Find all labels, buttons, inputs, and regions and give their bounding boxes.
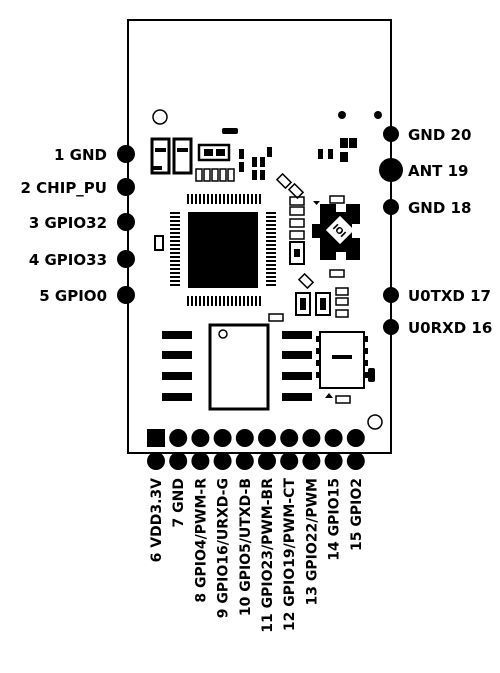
pin-pad-1 (117, 145, 135, 163)
bottom-pin-group: 6 VDD3.3V 7 GND 8 GPIO4/PWM-R 9 GPIO16/URXD… (147, 429, 365, 633)
pin-pad-19 (379, 158, 403, 182)
header-pad-top-15 (346, 429, 365, 447)
mounting-hole-top-left (152, 109, 168, 125)
pin-label-16: U0RXD 16 (408, 319, 492, 337)
passive-components-top-right (268, 138, 375, 382)
header-pad-top-12 (280, 429, 299, 447)
pin-label-8: 8 GPIO4/PWM-R (193, 478, 209, 603)
header-pad-top-10 (235, 429, 254, 447)
pin-pad-2 (117, 178, 135, 196)
pin-label-7: 7 GND (171, 478, 187, 527)
main-chip (170, 194, 276, 306)
header-pad-top-11 (258, 429, 276, 447)
header-pad-14 (324, 452, 343, 470)
pin-pad-3 (117, 213, 135, 231)
pin-label-19: ANT 19 (408, 162, 469, 180)
header-pad-top-7 (169, 429, 188, 447)
left-pin-group: 1 GND 2 CHIP_PU 3 GPIO32 4 GPIO33 5 GPIO0 (21, 145, 135, 305)
fiducial-dot (374, 111, 382, 119)
crystal-component: IOI (312, 201, 360, 260)
pin-label-15: 15 GPIO2 (349, 478, 365, 551)
pin-pad-4 (117, 250, 135, 268)
header-pad-7 (169, 452, 188, 470)
passive-components-top-left (150, 128, 272, 251)
header-pad-6 (147, 452, 165, 470)
header-pad-top-9 (213, 429, 232, 447)
header-pad-top-14 (324, 429, 343, 447)
pin-label-5: 5 GPIO0 (39, 287, 107, 305)
pin-label-2: 2 CHIP_PU (21, 179, 107, 197)
passive-components-bottom-right (295, 287, 368, 404)
pin-pad-20 (383, 126, 399, 142)
header-pad-top-8 (191, 429, 210, 447)
pin-label-6: 6 VDD3.3V (149, 478, 165, 562)
pin-label-14: 14 GPIO15 (327, 478, 343, 561)
fiducial-dot (338, 111, 346, 119)
pin-label-9: 9 GPIO16/URXD-G (216, 478, 232, 618)
pin-label-12: 12 GPIO19/PWM-CT (282, 478, 298, 632)
header-pad-8 (191, 452, 210, 470)
mounting-hole-bottom-right (367, 414, 383, 430)
header-pad-12 (280, 452, 299, 470)
pin-label-4: 4 GPIO33 (29, 251, 107, 269)
pin-pad-18 (383, 199, 399, 215)
pin-label-17: U0TXD 17 (408, 287, 491, 305)
pin-label-3: 3 GPIO32 (29, 214, 107, 232)
header-pad-13 (302, 452, 321, 470)
header-pad-square (147, 429, 165, 447)
pin-label-20: GND 20 (408, 126, 471, 144)
pin-label-13: 13 GPIO22/PWM (304, 478, 320, 605)
pin-label-18: GND 18 (408, 199, 471, 217)
header-pad-15 (346, 452, 365, 470)
shield-pads (162, 323, 312, 411)
header-pad-10 (235, 452, 254, 470)
pin-pad-5 (117, 286, 135, 304)
pin-pad-16 (383, 319, 399, 335)
right-pin-group: GND 20 ANT 19 GND 18 U0TXD 17 U0RXD 16 (379, 126, 492, 337)
pin-label-11: 11 GPIO23/PWM-BR (260, 478, 276, 633)
header-pad-11 (258, 452, 276, 470)
header-pad-9 (213, 452, 232, 470)
pin-label-10: 10 GPIO5/UTXD-B (238, 478, 254, 616)
pin-pad-17 (383, 287, 399, 303)
pin-label-1: 1 GND (54, 146, 107, 164)
header-pad-top-13 (302, 429, 321, 447)
